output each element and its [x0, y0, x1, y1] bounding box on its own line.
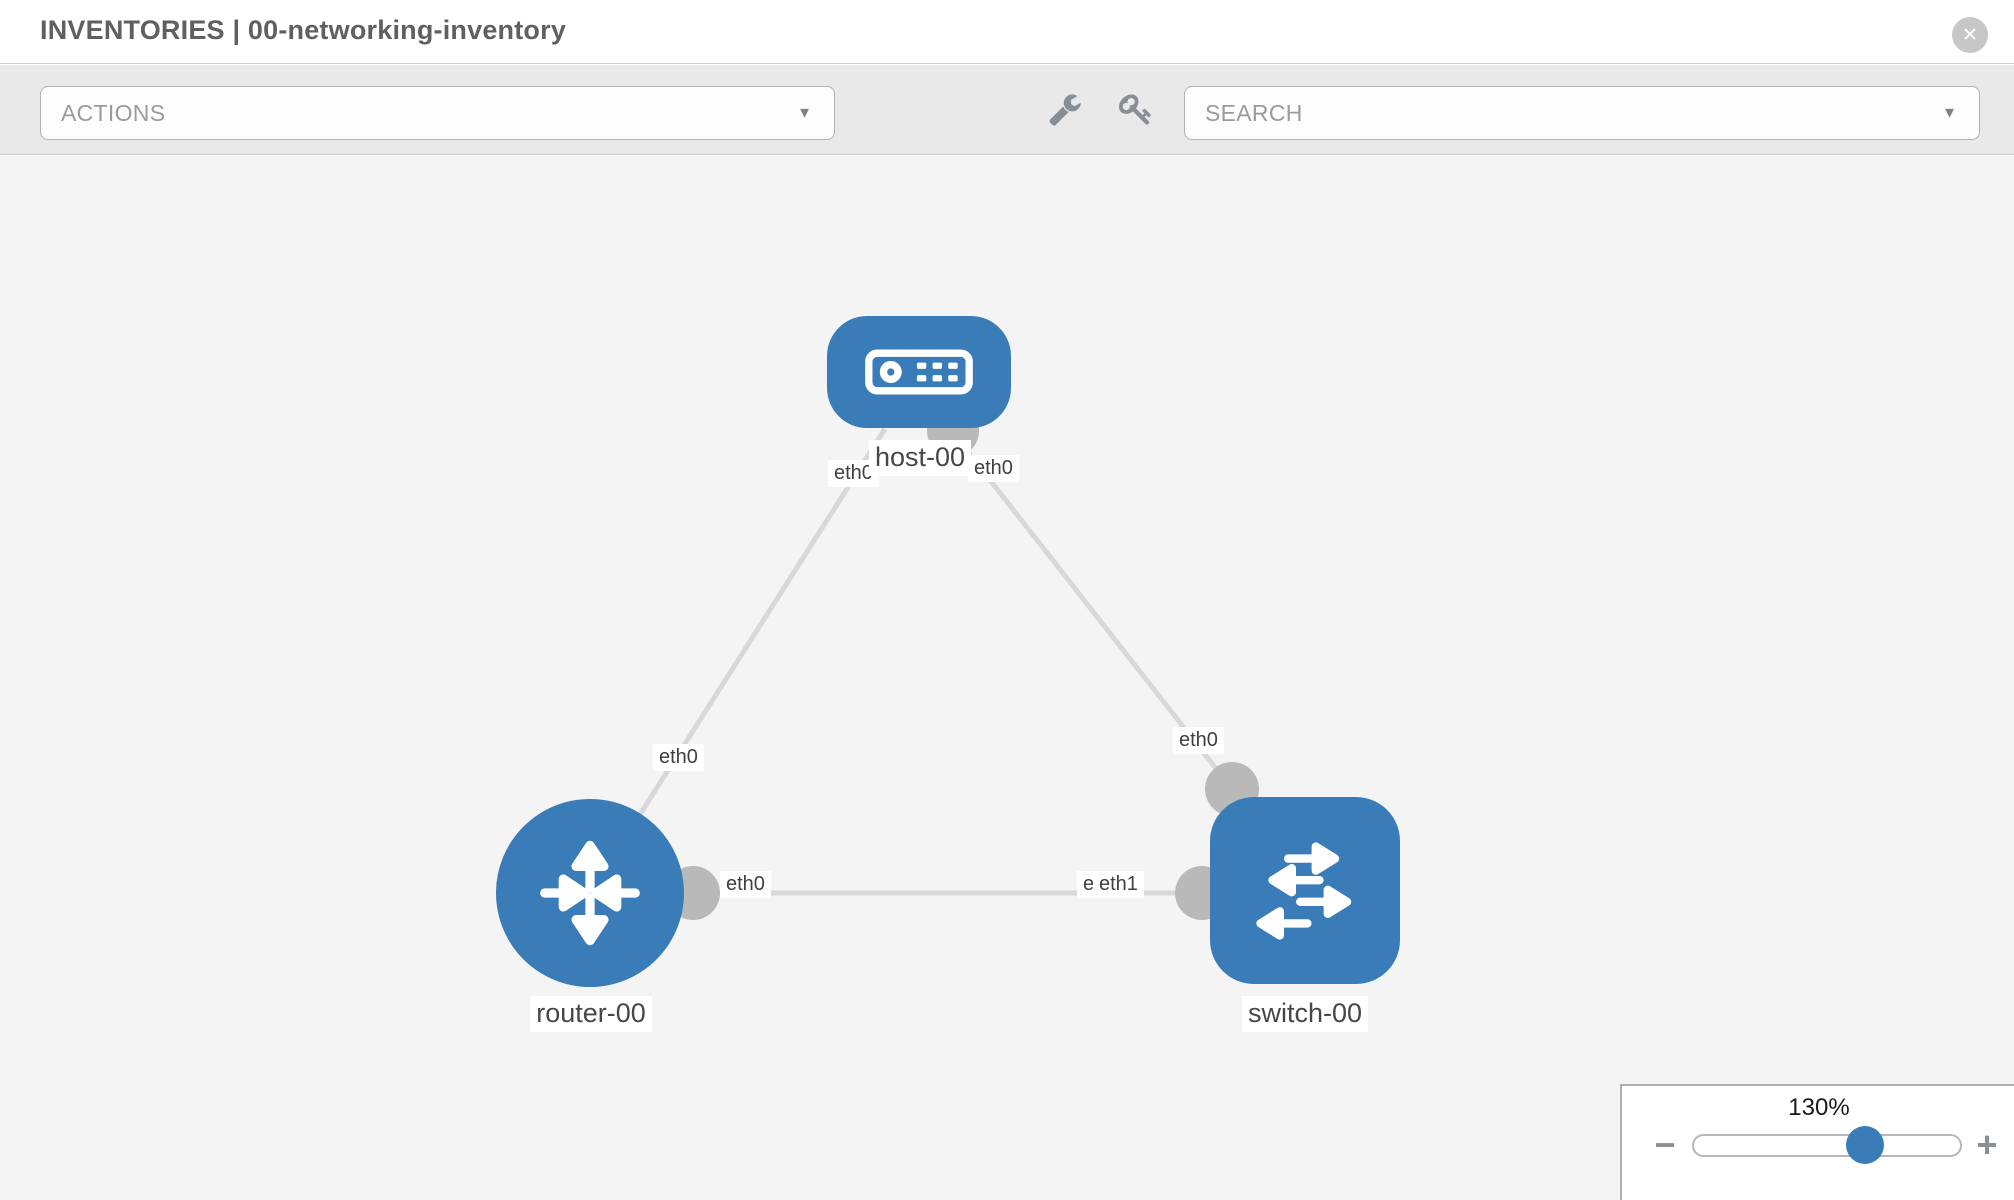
host-icon	[865, 349, 973, 395]
page-title: INVENTORIES | 00-networking-inventory	[40, 15, 567, 45]
node-switch-00[interactable]	[1210, 797, 1400, 984]
zoom-panel: 130% − +	[1620, 1084, 2014, 1200]
header: INVENTORIES | 00-networking-inventory ✕	[0, 0, 2014, 64]
interface-label: eth1	[1093, 871, 1144, 898]
zoom-out-icon[interactable]: −	[1654, 1124, 1676, 1165]
topology-links	[587, 427, 1234, 896]
search-dropdown[interactable]: SEARCH ▼	[1184, 86, 1980, 140]
node-label-host: host-00	[868, 440, 972, 476]
search-dropdown-label: SEARCH	[1205, 99, 1303, 126]
key-icon[interactable]	[1119, 92, 1153, 126]
node-host-00[interactable]	[827, 316, 1011, 428]
close-glyph: ✕	[1962, 24, 1978, 46]
key-glyph	[1119, 94, 1151, 125]
chevron-down-icon: ▼	[797, 104, 812, 122]
node-label-router: router-00	[530, 996, 652, 1032]
close-icon[interactable]: ✕	[1952, 17, 1988, 53]
interface-label: eth0	[720, 871, 771, 898]
topology-canvas[interactable]: eth0 eth0 eth0 eth0 eth0 eth0 eth1 host-…	[0, 156, 2014, 1200]
chevron-down-icon: ▼	[1942, 104, 1957, 122]
wrench-icon[interactable]	[1048, 92, 1082, 126]
toolbar: ACTIONS ▼ SEARCH ▼	[0, 65, 2014, 155]
router-icon	[540, 840, 640, 946]
interface-label: eth0	[968, 455, 1019, 482]
zoom-level: 130%	[1788, 1094, 1850, 1121]
zoom-slider-track[interactable]	[1692, 1134, 1962, 1157]
interface-label: eth0	[653, 744, 704, 771]
node-label-switch: switch-00	[1241, 996, 1369, 1032]
switch-icon	[1256, 841, 1352, 940]
node-router-00[interactable]	[496, 799, 684, 987]
interface-label: eth0	[1173, 727, 1224, 754]
wrench-glyph	[1049, 94, 1081, 126]
zoom-slider-handle[interactable]	[1846, 1126, 1884, 1164]
actions-dropdown-label: ACTIONS	[61, 99, 166, 126]
zoom-in-icon[interactable]: +	[1976, 1124, 1998, 1165]
actions-dropdown[interactable]: ACTIONS ▼	[40, 86, 835, 140]
